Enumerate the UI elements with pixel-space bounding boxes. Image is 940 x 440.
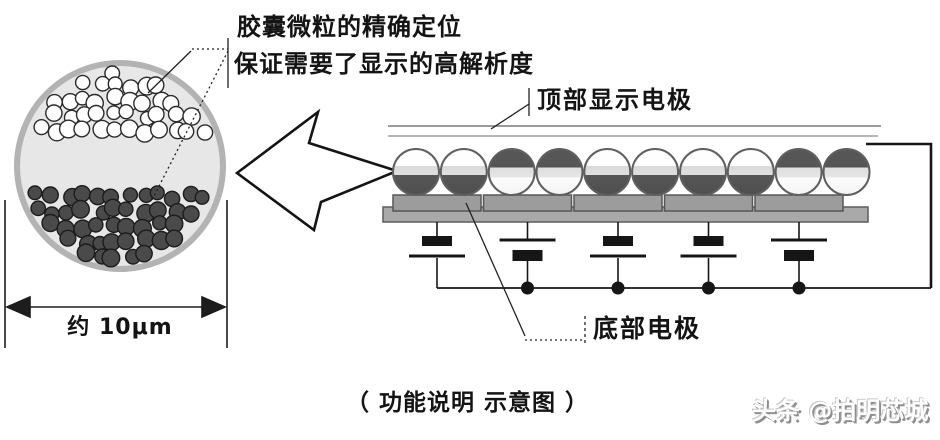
capsule-size-label: 约 10μm bbox=[67, 315, 173, 340]
display-cross-section bbox=[382, 125, 933, 295]
top-electrode-wire bbox=[866, 142, 933, 288]
white-particles-cluster bbox=[33, 65, 214, 143]
figure-caption: （ 功能说明 示意图 ） bbox=[346, 390, 590, 416]
watermark: 头条 @拍明芯城 bbox=[752, 397, 929, 425]
top-electrode-label: 顶部显示电极 bbox=[537, 86, 693, 114]
dimension-arrowhead-right bbox=[201, 295, 228, 319]
electrode-leader-lines bbox=[465, 88, 586, 346]
capacitor-symbols bbox=[409, 222, 827, 288]
microcapsule-row bbox=[392, 148, 871, 196]
size-dimension bbox=[4, 200, 228, 348]
black-particles-cluster bbox=[27, 184, 210, 268]
capsule-note-line2: 保证需要了显示的高解析度 bbox=[234, 50, 534, 78]
dimension-arrowhead-left bbox=[4, 295, 31, 319]
magnifier-arrow-icon bbox=[234, 108, 401, 233]
junction-dots bbox=[521, 281, 806, 295]
microcapsule-detail bbox=[14, 60, 226, 272]
bottom-electrode-label: 底部电极 bbox=[593, 314, 702, 343]
note-leader-lines bbox=[147, 38, 229, 201]
bottom-electrode-leader bbox=[465, 202, 526, 337]
leader-to-white-particles bbox=[147, 50, 192, 94]
bottom-electrode-pads bbox=[392, 194, 844, 212]
capsule-note-line1: 胶囊微粒的精确定位 bbox=[237, 13, 462, 41]
top-electrode-leader bbox=[490, 103, 530, 130]
